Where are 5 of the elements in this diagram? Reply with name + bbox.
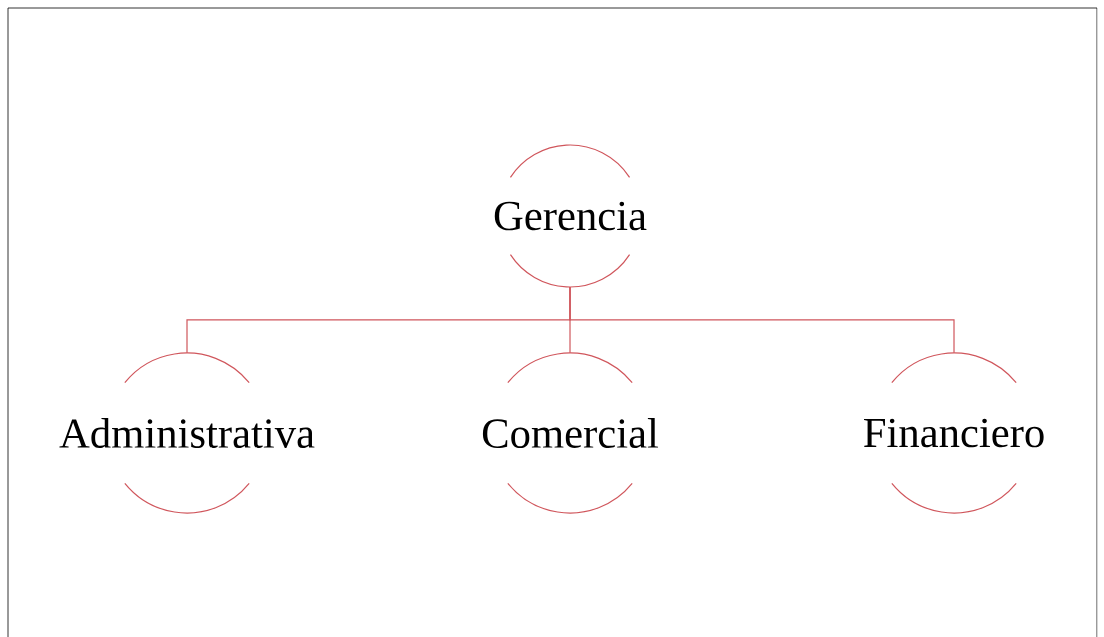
circle-node: Administrativa <box>59 352 315 514</box>
circle-node: Comercial <box>482 352 659 514</box>
circle-node: Gerencia <box>494 144 647 288</box>
circle-node: Financiero <box>864 352 1044 514</box>
connector <box>569 286 955 354</box>
